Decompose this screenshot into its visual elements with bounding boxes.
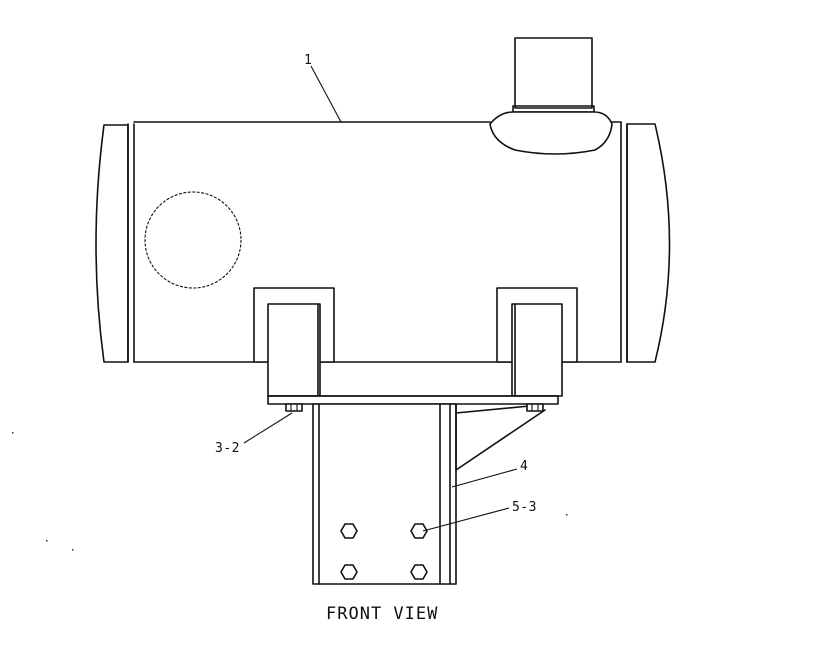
mounting-bolt-left [285,403,303,412]
inlet-port-circle [144,191,242,289]
support-stand [312,403,546,585]
hex-bolt-icon [410,523,428,539]
callout-4: 4 [520,459,528,474]
hex-bolt-icon [340,523,358,539]
mounting-plate [267,395,559,405]
callout-3-2: 3-2 [215,441,240,456]
hex-bolts [340,523,428,580]
left-mounting-bracket [253,287,335,397]
scan-specks [12,432,568,551]
outlet-pipe [489,37,613,155]
leader-lines [243,65,518,532]
right-end-cap [620,121,671,363]
hex-bolt-icon [410,564,428,580]
hex-bolt-icon [340,564,358,580]
view-title: FRONT VIEW [326,604,438,624]
callout-1: 1 [304,53,312,68]
callout-5-3: 5-3 [512,500,537,515]
mounting-bolt-right [526,403,544,412]
right-mounting-bracket [496,287,578,397]
left-end-cap [95,123,135,363]
